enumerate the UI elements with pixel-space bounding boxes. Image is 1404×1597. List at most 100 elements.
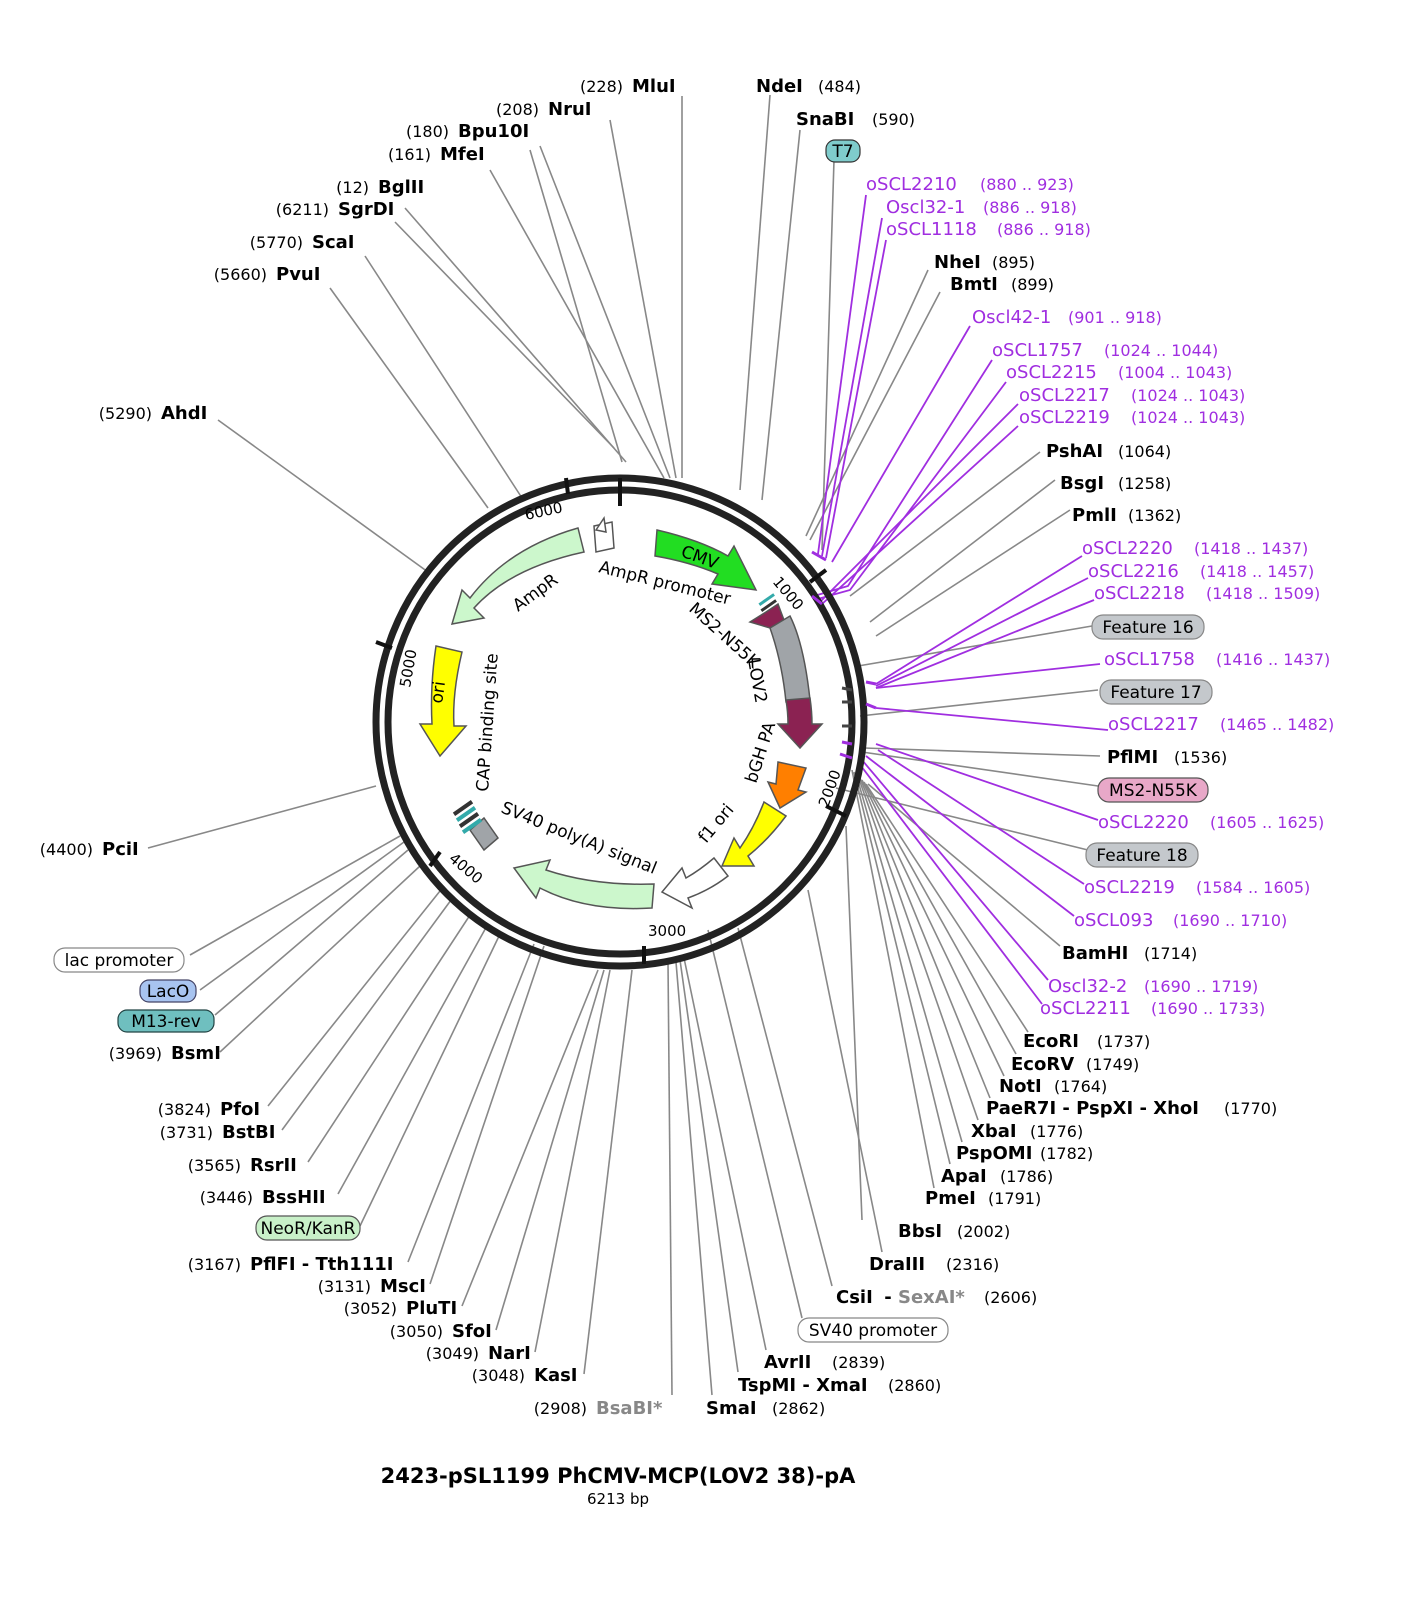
sv40-promoter-badge-label: SV40 promoter xyxy=(809,1321,937,1341)
ms2-badge-bg xyxy=(1097,777,1209,803)
primer-line-oscl1118 xyxy=(825,239,887,559)
ori-arrow xyxy=(418,645,468,758)
pvui-name: PvuI xyxy=(276,264,320,285)
connector-bsgi xyxy=(869,479,1056,623)
primer-oscl2217a-range: (1024 .. 1043) xyxy=(1131,386,1245,405)
primer-tick-1 xyxy=(811,550,827,562)
feature17-badge-bg xyxy=(1099,679,1213,705)
connector-lac-promoter xyxy=(189,835,401,956)
connector-scai xyxy=(364,255,523,499)
bsgi-name: BsgI xyxy=(1060,473,1104,494)
bgh-pa-arrow xyxy=(766,761,808,810)
primer-oscl2218-range: (1418 .. 1509) xyxy=(1206,584,1320,603)
connector-nrui xyxy=(609,119,677,479)
primer-oscl2219b-range: (1584 .. 1605) xyxy=(1196,878,1310,897)
marker-4 xyxy=(461,818,483,834)
connector-t7 xyxy=(821,159,835,551)
m13rev-badge: M13-rev xyxy=(117,1009,215,1033)
mfei-name: MfeI xyxy=(440,144,485,165)
connector-rsrii xyxy=(307,911,473,1163)
site-tick-1 xyxy=(841,686,853,692)
primer-line-oscl2218 xyxy=(875,599,1095,689)
connector-kasi xyxy=(583,969,633,1375)
primer-oscl2215-name: oSCL2215 xyxy=(1006,362,1097,383)
feature-arrows xyxy=(418,515,824,910)
connector-sfoi xyxy=(495,969,605,1331)
bpu10i-pos: (180) xyxy=(406,122,449,141)
apai-name: ApaI xyxy=(941,1166,987,1187)
connector-smai xyxy=(675,961,713,1396)
primer-tick-3 xyxy=(865,680,877,686)
sexai-name: SexAI* xyxy=(898,1287,965,1308)
right-site-labels: NdeI (484) SnaBI (590) NheI (895) BmtI (… xyxy=(706,76,1277,1419)
primer-oscl2219a-name: oSCL2219 xyxy=(1019,407,1110,428)
marker-6 xyxy=(760,599,777,612)
connector-noti xyxy=(861,779,1005,1077)
primer-line-oscl2219a xyxy=(821,425,1019,605)
primer-line-oscl2217b xyxy=(875,707,1109,731)
feature18-badge-bg xyxy=(1085,842,1199,868)
xbai-pos: (1776) xyxy=(1030,1122,1083,1141)
nari-name: NarI xyxy=(488,1343,531,1364)
primer-oscl2219a-range: (1024 .. 1043) xyxy=(1131,408,1245,427)
primer-line-oscl2217a xyxy=(819,403,1019,603)
bmti-name: BmtI xyxy=(950,274,998,295)
primer-line-oscl2210 xyxy=(817,194,867,555)
connector-bstbi xyxy=(281,895,455,1131)
feature18-badge-label: Feature 18 xyxy=(1096,846,1187,866)
sv40-promoter-arrow xyxy=(660,856,730,910)
pshai-name: PshAI xyxy=(1046,441,1103,462)
feature16-badge-label: Feature 16 xyxy=(1102,618,1193,638)
tspmi-pos: (2860) xyxy=(888,1376,941,1395)
nrui-name: NruI xyxy=(548,99,591,120)
connector-ecori xyxy=(865,783,1029,1033)
connector-feature17 xyxy=(859,689,1099,717)
primer-oscl2220a-range: (1418 .. 1437) xyxy=(1194,539,1308,558)
primer-oscl2219b-name: oSCL2219 xyxy=(1084,877,1175,898)
nrui-pos: (208) xyxy=(496,100,539,119)
feature16-badge: Feature 16 xyxy=(1091,614,1205,640)
tspmi-name: TspMI - XmaI xyxy=(738,1375,868,1396)
pfoi-pos: (3824) xyxy=(158,1100,211,1119)
primer-oscl1118-range: (886 .. 918) xyxy=(997,220,1091,239)
kasi-name: KasI xyxy=(534,1365,578,1386)
ndei-pos: (484) xyxy=(818,77,861,96)
cmv-arrow xyxy=(654,529,758,591)
scai-name: ScaI xyxy=(312,232,354,253)
connector-bamhi xyxy=(867,783,1061,947)
primer-oscl2217b-range: (1465 .. 1482) xyxy=(1220,715,1334,734)
connector-nari xyxy=(534,969,611,1353)
t7-badge-label: T7 xyxy=(831,142,853,162)
ecori-pos: (1737) xyxy=(1097,1032,1150,1051)
connector-paer7i xyxy=(859,777,991,1099)
marker-5 xyxy=(758,593,775,606)
noti-name: NotI xyxy=(999,1076,1042,1097)
m13rev-badge-label: M13-rev xyxy=(131,1012,201,1032)
connector-bsabi xyxy=(667,961,673,1396)
connector-pfoi xyxy=(267,885,445,1107)
primer-connectors xyxy=(813,194,1109,1005)
tick-5000 xyxy=(375,640,393,650)
connector-snabi xyxy=(761,129,801,501)
primer-oscl2210-range: (880 .. 923) xyxy=(980,175,1074,194)
connector-ahdi xyxy=(217,419,429,573)
connector-ecorv xyxy=(863,781,1017,1055)
connector-bsshii xyxy=(337,923,489,1195)
scai-pos: (5770) xyxy=(250,233,303,252)
connector-ndei xyxy=(739,94,771,491)
feature16-badge-bg xyxy=(1091,614,1205,640)
connector-tspmi xyxy=(679,959,739,1373)
tick-4000 xyxy=(428,850,442,868)
connector-ms2-badge xyxy=(861,751,1099,787)
mfei-pos: (161) xyxy=(388,145,431,164)
connector-neo xyxy=(359,933,501,1227)
marker-1 xyxy=(452,800,474,816)
primer-oscl2211-range: (1690 .. 1733) xyxy=(1151,999,1265,1018)
primer-oscl1757-name: oSCL1757 xyxy=(992,340,1083,361)
marker-3 xyxy=(458,812,480,828)
neo-badge: NeoR/KanR xyxy=(255,1215,361,1241)
snabi-pos: (590) xyxy=(872,110,915,129)
pfoi-name: PfoI xyxy=(220,1099,260,1120)
ori-label: ori xyxy=(427,680,450,705)
connector-avrii xyxy=(683,957,767,1351)
